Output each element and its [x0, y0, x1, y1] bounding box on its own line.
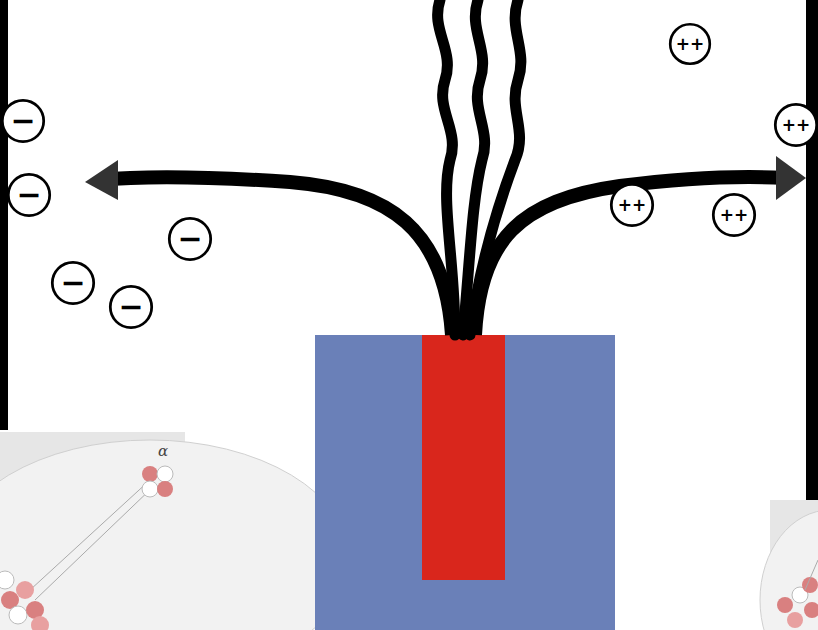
- radioactive-core: [422, 335, 505, 580]
- arrow-head: [776, 156, 806, 200]
- charge-sign: −: [60, 268, 85, 298]
- particle-label: α: [158, 442, 168, 460]
- source-block: [315, 335, 615, 630]
- charge-circle: −: [6, 172, 52, 218]
- alpha-decay-inset: [0, 432, 350, 630]
- charge-sign: ++: [676, 36, 705, 53]
- charge-sign: ++: [720, 207, 749, 224]
- charge-sign: ++: [618, 197, 647, 214]
- charge-circle: ++: [668, 22, 712, 66]
- charge-circle: −: [167, 216, 213, 262]
- charge-circle: ++: [773, 102, 818, 148]
- black-border: [0, 0, 8, 430]
- nucleus-inset: [760, 500, 818, 630]
- arrow-head: [85, 160, 118, 200]
- black-border: [806, 0, 818, 500]
- charge-sign: −: [177, 224, 202, 254]
- charge-circle: −: [0, 98, 46, 144]
- charge-circle: ++: [711, 192, 757, 238]
- deflection-arrow: [100, 177, 785, 335]
- charge-sign: −: [16, 180, 41, 210]
- charge-circle: −: [108, 284, 154, 330]
- charge-sign: ++: [782, 117, 811, 134]
- charge-sign: −: [118, 292, 143, 322]
- charge-circle: ++: [609, 182, 655, 228]
- charge-circle: −: [50, 260, 96, 306]
- charge-sign: −: [10, 106, 35, 136]
